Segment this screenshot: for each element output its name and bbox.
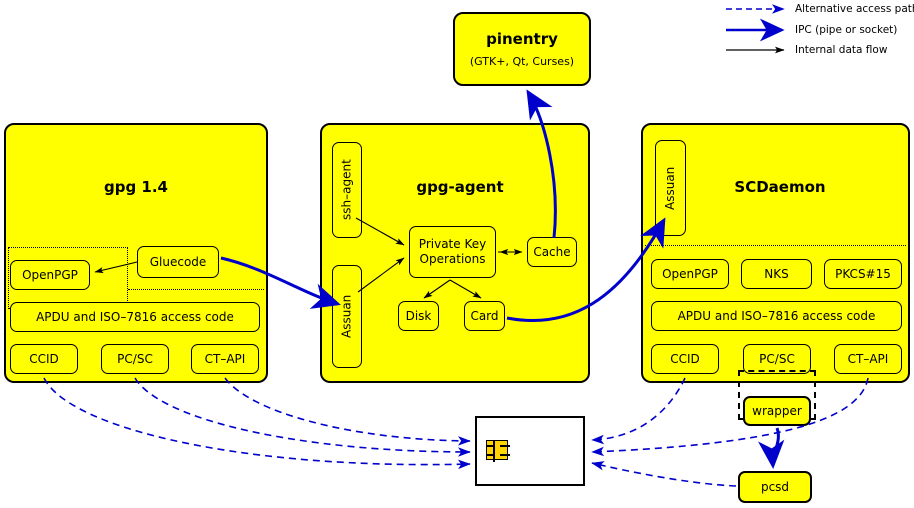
gpg-agent-node-assuan[interactable]: Assuan (332, 265, 362, 368)
gpg-dotted-divider (128, 289, 264, 290)
legend-internal-data-flow-label: Internal data flow (795, 44, 888, 56)
legend-ipc-label: IPC (pipe or socket) (795, 24, 898, 36)
panel-gpg14 (4, 123, 268, 383)
gpg-agent-node-private-key-operations[interactable]: Private Key Operations (409, 226, 496, 278)
gpg-node-ccid[interactable]: CCID (10, 344, 78, 374)
legend-alternative-access-paths-label: Alternative access paths (795, 3, 914, 15)
private-key-ops-line2: Operations (419, 252, 486, 266)
scdaemon-node-pkcs15[interactable]: PKCS#15 (824, 259, 902, 289)
gpg-node-gluecode[interactable]: Gluecode (137, 246, 219, 278)
gpg-agent-node-disk[interactable]: Disk (398, 301, 439, 331)
gpg-node-openpgp[interactable]: OpenPGP (10, 260, 90, 290)
smartcard-chip-icon (486, 440, 510, 462)
panel-gpg14-title: gpg 1.4 (103, 178, 168, 196)
scdaemon-node-assuan[interactable]: Assuan (655, 140, 686, 236)
scdaemon-node-pcsc[interactable]: PC/SC (743, 344, 811, 374)
scdaemon-node-ctapi[interactable]: CT–API (834, 344, 902, 374)
pinentry-title: pinentry (486, 29, 558, 48)
scdaemon-node-openpgp[interactable]: OpenPGP (651, 259, 729, 289)
external-node-wrapper[interactable]: wrapper (743, 396, 811, 426)
scdaemon-node-apdu[interactable]: APDU and ISO–7816 access code (651, 301, 902, 331)
gpg-agent-node-card[interactable]: Card (464, 301, 505, 331)
scdaemon-dotted-divider (645, 245, 906, 246)
gpg-agent-node-ssh-agent[interactable]: ssh–agent (332, 142, 362, 238)
pinentry-subtitle: (GTK+, Qt, Curses) (469, 54, 575, 68)
scdaemon-node-nks[interactable]: NKS (741, 259, 812, 289)
panel-gpg-agent-title: gpg-agent (416, 178, 504, 196)
gpg-node-apdu[interactable]: APDU and ISO–7816 access code (10, 302, 260, 332)
gpg-agent-node-cache[interactable]: Cache (527, 237, 577, 267)
private-key-ops-line1: Private Key (418, 237, 487, 251)
pinentry-box[interactable]: pinentry (GTK+, Qt, Curses) (453, 12, 591, 86)
panel-scdaemon-title: SCDaemon (734, 178, 826, 196)
gpg-node-pcsc[interactable]: PC/SC (101, 344, 169, 374)
scdaemon-node-ccid[interactable]: CCID (651, 344, 719, 374)
external-node-pcscd[interactable]: pcsd (738, 471, 812, 503)
gpg-node-ctapi[interactable]: CT–API (191, 344, 259, 374)
